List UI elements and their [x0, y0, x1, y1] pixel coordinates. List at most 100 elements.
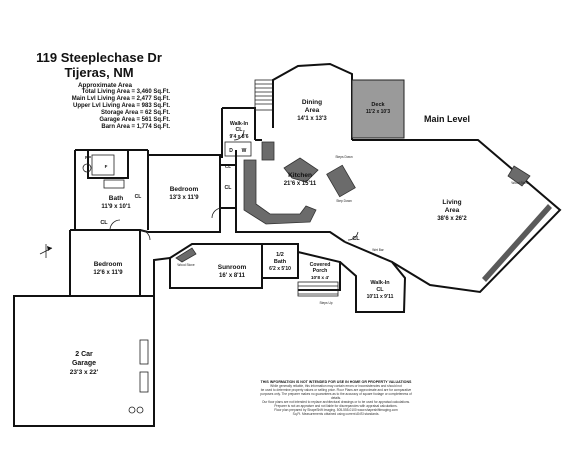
living-name: Living: [442, 199, 461, 206]
half-bath-walls: [262, 243, 299, 279]
living-name-2: Area: [445, 207, 460, 214]
disclaimer-line: Floor plan prepared by ShapeShift Imagin…: [274, 408, 398, 412]
bath-vanity: [103, 179, 125, 189]
deck-name: Deck: [371, 102, 385, 108]
bath-dims: 11'9 x 10'1: [101, 204, 131, 210]
washer-label: W: [242, 148, 247, 154]
kitchen-counter-top: [261, 141, 275, 161]
area-summary-heading: Approximate Area: [77, 82, 132, 89]
step-down-label: Step Down: [336, 199, 352, 203]
sunroom-name: Sunroom: [218, 264, 247, 271]
property-header: 119 Steeplechase Dr Tijeras, NM: [14, 50, 184, 80]
bedroom1-name: Bedroom: [170, 186, 199, 193]
disclaimer: THIS INFORMATION IS NOT INTENDED FOR USE…: [256, 380, 416, 416]
dining-name: Dining: [302, 99, 322, 106]
garage-water-heater-2: [136, 406, 144, 414]
walkin-bottom-name: Walk-In: [370, 280, 390, 286]
living-feature-wall: [482, 204, 552, 282]
fireplace-label: FP: [85, 155, 91, 160]
steps-up-label: Steps Up: [319, 301, 332, 305]
door-swing: [347, 231, 359, 241]
disclaimer-line: While generally reliable, this informati…: [270, 384, 402, 388]
disclaimer-line: purposes only. The preparer makes no gua…: [260, 392, 412, 400]
wood-stove-living-label: Wood Stove: [511, 181, 529, 185]
disclaimer-title: THIS INFORMATION IS NOT INTENDED FOR USE…: [260, 380, 412, 384]
walkin-top-name: Walk-In: [230, 121, 248, 127]
garage-dims: 23'3 x 22': [70, 369, 99, 376]
laundry-box: [224, 141, 252, 157]
disclaimer-line: be used to determine property values or …: [260, 388, 412, 392]
walkin-bottom-name-2: CL: [376, 287, 384, 293]
kitchen-island: [283, 157, 319, 183]
bedroom1-dims: 13'3 x 11'9: [169, 195, 199, 201]
address-line-1: 119 Steeplechase Dr: [36, 50, 162, 65]
living-dims: 38'6 x 26'2: [437, 216, 467, 222]
bath-closet-label: CL: [135, 194, 142, 200]
walkin-top-name-2: CL: [236, 127, 244, 133]
garage-shelf-1: [139, 339, 149, 365]
bath-tub: [91, 154, 115, 176]
bedroom2-name: Bedroom: [94, 261, 123, 268]
disclaimer-line: Preparer is not an appraiser and not lia…: [274, 404, 398, 408]
corner-closet-label: CL: [352, 236, 360, 242]
living-walls: [352, 139, 562, 294]
door-swing: [109, 219, 121, 231]
address-line-2: Tijeras, NM: [64, 65, 134, 80]
bedroom2-dims: 12'6 x 11'9: [93, 270, 123, 276]
bedroom1-walls: [148, 154, 221, 233]
walkin-bottom-dims: 10'11 x 9'11: [367, 294, 394, 300]
area-line: Storage Area = 62 Sq.Ft.: [101, 110, 170, 116]
deck-dims: 11'2 x 10'3: [366, 109, 391, 115]
area-line: Main Lvl Living Area = 2,477 Sq.Ft.: [71, 96, 170, 102]
kitchen-closet-label: CL: [225, 164, 231, 169]
wet-bar-counter: [326, 164, 356, 198]
wood-stove-sunroom: [175, 247, 197, 263]
disclaimer-line: Sq.Ft. Measurements obtained using curre…: [292, 412, 380, 416]
dining-name-2: Area: [305, 107, 320, 114]
door-swing: [233, 129, 245, 141]
steps-down-label: Steps Down: [335, 155, 352, 159]
garage-name: 2 Car: [75, 351, 93, 358]
kitchen-counter-left: [243, 159, 317, 225]
bath-name: Bath: [109, 195, 123, 202]
door-swing: [139, 229, 151, 241]
garage-shelf-2: [139, 371, 149, 393]
porch-name: Covered: [310, 262, 331, 268]
level-label: Main Level: [424, 114, 470, 124]
dining-dims: 14'1 x 13'3: [297, 116, 327, 122]
garage-water-heater: [128, 406, 136, 414]
porch-name-2: Porch: [313, 268, 328, 274]
dryer-label: D: [229, 148, 233, 154]
porch-dims: 10'8 x 4': [311, 275, 329, 281]
disclaimer-line: Our floor plans are not intended to repl…: [262, 400, 410, 404]
wood-stove-sunroom-label: Wood Stove: [177, 263, 195, 267]
compass-icon: [39, 244, 53, 258]
deck: [351, 79, 405, 139]
stairs-top: [254, 79, 274, 111]
sunroom-dims: 16' x 8'11: [219, 273, 246, 279]
porch-steps: [297, 281, 339, 297]
wet-bar-label: Wet Bar: [372, 248, 384, 252]
garage-walls: [13, 295, 155, 427]
area-line: Garage Area = 561 Sq.Ft.: [99, 117, 170, 123]
kitchen-walls: [235, 150, 346, 243]
kitchen-name: Kitchen: [288, 172, 312, 179]
area-summary: Approximate Area Total Living Area = 3,4…: [40, 82, 170, 131]
half-bath-dims: 6'2 x 5'10: [269, 266, 291, 272]
half-bath-name-2: Bath: [274, 259, 287, 265]
stairs-top-treads: [255, 83, 273, 105]
bedroom2-closet-label: CL: [100, 220, 108, 226]
wood-stove-living: [507, 165, 531, 187]
door-swing: [211, 207, 223, 219]
f-label: F: [105, 164, 108, 169]
bath-sink: [82, 163, 92, 173]
area-line: Upper Lvl Living Area = 983 Sq.Ft.: [73, 103, 170, 109]
bath-walls: [74, 149, 149, 230]
half-bath-name: 1/2: [276, 252, 284, 258]
sunroom-walls: [169, 243, 263, 289]
area-line: Total Living Area = 3,460 Sq.Ft.: [81, 89, 170, 95]
walkin-bottom-walls: [339, 241, 407, 313]
bedroom-closet-label: CL: [225, 185, 233, 191]
area-line: Barn Area = 1,774 Sq.Ft.: [101, 124, 170, 130]
